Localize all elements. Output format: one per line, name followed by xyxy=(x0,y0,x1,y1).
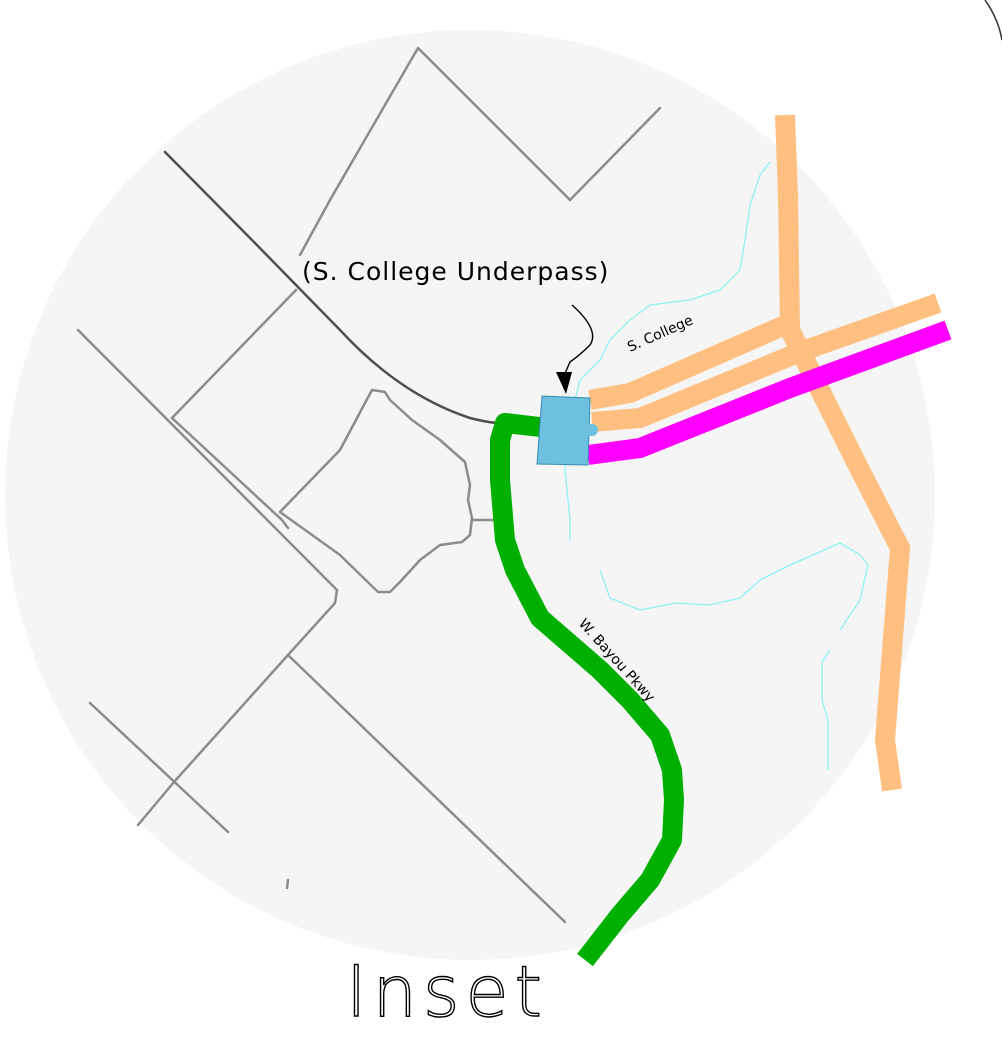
green-trail-w-bayou-pkwy xyxy=(490,413,684,967)
street-west-diagonal xyxy=(76,328,339,592)
callout-label-underpass: (S. College Underpass) xyxy=(302,257,609,286)
arrow-down-icon xyxy=(556,304,594,394)
park-loop xyxy=(278,388,474,594)
magenta-road xyxy=(586,320,952,465)
inset-background-circle xyxy=(5,30,935,960)
street-southeast-diagonal xyxy=(286,653,567,924)
streets xyxy=(76,46,662,924)
street-connector-a xyxy=(170,288,298,420)
street-zigzag-north xyxy=(298,46,662,257)
orange-road-northsouth xyxy=(775,114,911,792)
street-southwest-short xyxy=(88,701,230,834)
street-central-diagonal xyxy=(170,416,290,530)
orange-roads xyxy=(588,114,942,792)
underpass-marker xyxy=(536,395,598,466)
orange-road-college-north xyxy=(588,315,790,410)
railroad xyxy=(163,150,502,425)
inset-title: Inset xyxy=(346,951,548,1033)
outer-circle-arc xyxy=(984,0,1002,41)
orange-road-college-south xyxy=(591,293,942,432)
street-tick xyxy=(285,878,290,890)
